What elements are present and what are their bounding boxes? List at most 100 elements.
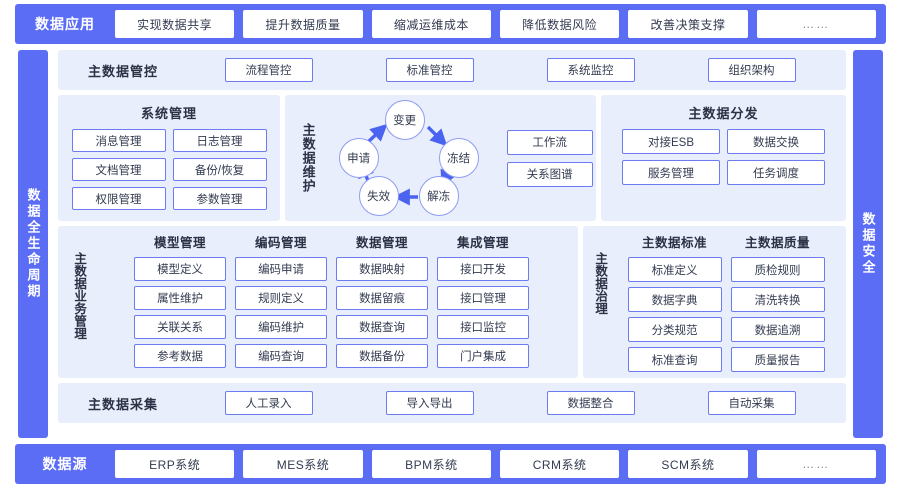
- maintenance-label: 主数据维护: [300, 123, 316, 193]
- governance-chip[interactable]: 系统监控: [546, 58, 635, 82]
- business-column: 数据管理 数据映射 数据留痕 数据查询 数据备份: [336, 232, 429, 378]
- column-header: 集成管理: [457, 236, 510, 250]
- collection-chip[interactable]: 人工录入: [224, 391, 313, 415]
- system-management-panel: 系统管理 消息管理 文档管理 权限管理 日志管理 备份/恢复 参数管理: [58, 95, 280, 221]
- cycle-node-apply[interactable]: 申请: [338, 138, 379, 178]
- distribution-chip[interactable]: 数据交换: [727, 129, 825, 154]
- distribution-column-1: 对接ESB 服务管理: [622, 129, 720, 185]
- column-header: 数据管理: [356, 236, 409, 250]
- governance-row-title: 主数据管控: [87, 63, 158, 79]
- treatment-chip[interactable]: 质检规则: [730, 257, 825, 282]
- data-source-items: ERP系统 MES系统 BPM系统 CRM系统 SCM系统 ……: [115, 450, 886, 478]
- source-item[interactable]: SCM系统: [628, 450, 748, 478]
- business-chip[interactable]: 接口开发: [437, 257, 530, 281]
- business-columns: 模型管理 模型定义 属性维护 关联关系 参考数据 编码管理 编码申请 规则定义 …: [85, 232, 578, 378]
- business-chip[interactable]: 编码维护: [235, 315, 328, 339]
- data-security-rail: 数据安全: [853, 50, 883, 438]
- system-chip[interactable]: 消息管理: [71, 129, 166, 152]
- system-chip[interactable]: 日志管理: [172, 129, 267, 152]
- distribution-chip[interactable]: 服务管理: [622, 160, 720, 185]
- governance-chip[interactable]: 组织架构: [707, 58, 796, 82]
- treatment-columns: 主数据标准 标准定义 数据字典 分类规范 标准查询 主数据质量 质检规则 清洗转…: [606, 232, 846, 378]
- column-header: 主数据标准: [642, 236, 708, 250]
- governance-chip[interactable]: 标准管控: [385, 58, 474, 82]
- cycle-node-unfreeze[interactable]: 解冻: [418, 176, 459, 216]
- master-data-governance-row: 主数据管控 流程管控 标准管控 系统监控 组织架构: [58, 50, 846, 90]
- business-management-label: 主数据业务管理: [72, 252, 87, 340]
- treatment-chip[interactable]: 数据追溯: [730, 317, 825, 342]
- business-chip[interactable]: 接口管理: [437, 286, 530, 310]
- collection-chip[interactable]: 数据整合: [546, 391, 635, 415]
- source-item[interactable]: ERP系统: [115, 450, 235, 478]
- treatment-chip[interactable]: 质量报告: [730, 347, 825, 372]
- business-chip[interactable]: 编码申请: [235, 257, 328, 281]
- column-header: 编码管理: [255, 236, 308, 250]
- source-item[interactable]: MES系统: [243, 450, 363, 478]
- business-chip[interactable]: 编码查询: [235, 344, 328, 368]
- band-item[interactable]: 实现数据共享: [115, 10, 235, 38]
- business-chip[interactable]: 属性维护: [134, 286, 227, 310]
- governance-chip[interactable]: 流程管控: [224, 58, 313, 82]
- band-item[interactable]: 降低数据风险: [499, 10, 620, 38]
- treatment-column: 主数据标准 标准定义 数据字典 分类规范 标准查询: [627, 232, 722, 378]
- distribution-chip[interactable]: 对接ESB: [622, 129, 720, 154]
- master-data-maintenance-panel: 主数据维护: [285, 95, 596, 221]
- cycle-node-freeze[interactable]: 冻结: [438, 138, 479, 178]
- system-management-title: 系统管理: [140, 106, 197, 121]
- business-chip[interactable]: 数据查询: [336, 315, 429, 339]
- main-frame: 数据全生命周期 数据安全 主数据管控 流程管控 标准管控 系统监控 组织架构 系…: [15, 50, 886, 438]
- system-chip[interactable]: 权限管理: [71, 187, 166, 210]
- business-chip[interactable]: 接口监控: [437, 315, 530, 339]
- system-chip[interactable]: 备份/恢复: [172, 158, 267, 181]
- lifecycle-cycle-diagram: 变更 冻结 解冻 失效 申请: [325, 98, 493, 218]
- distribution-column-2: 数据交换 任务调度: [727, 129, 825, 185]
- data-application-title: 数据应用: [35, 16, 95, 32]
- band-item[interactable]: 改善决策支撑: [628, 10, 748, 38]
- band-item-more[interactable]: ……: [756, 10, 876, 38]
- business-chip[interactable]: 数据留痕: [336, 286, 429, 310]
- business-chip[interactable]: 模型定义: [134, 257, 227, 281]
- business-column: 集成管理 接口开发 接口管理 接口监控 门户集成: [437, 232, 530, 378]
- source-item[interactable]: CRM系统: [499, 450, 620, 478]
- distribution-title: 主数据分发: [688, 106, 759, 121]
- data-lifecycle-rail: 数据全生命周期: [18, 50, 48, 438]
- column-header: 主数据质量: [745, 236, 811, 250]
- treatment-chip[interactable]: 标准查询: [627, 347, 722, 372]
- system-management-grid: 消息管理 文档管理 权限管理 日志管理 备份/恢复 参数管理: [58, 129, 280, 210]
- treatment-chip[interactable]: 分类规范: [627, 317, 722, 342]
- business-chip[interactable]: 参考数据: [134, 344, 227, 368]
- workflow-chip[interactable]: 工作流: [506, 129, 593, 155]
- data-application-items: 实现数据共享 提升数据质量 缩减运维成本 降低数据风险 改善决策支撑 ……: [115, 10, 886, 38]
- cycle-node-change[interactable]: 变更: [384, 100, 425, 140]
- source-item-more[interactable]: ……: [756, 450, 876, 478]
- data-treatment-panel: 主数据治理 主数据标准 标准定义 数据字典 分类规范 标准查询 主数据质量 质检…: [583, 226, 846, 378]
- system-column-1: 消息管理 文档管理 权限管理: [71, 129, 166, 210]
- relation-graph-chip[interactable]: 关系图谱: [506, 161, 593, 187]
- middle-band-lower: 主数据业务管理 模型管理 模型定义 属性维护 关联关系 参考数据 编码管理 编码…: [58, 226, 846, 378]
- business-chip[interactable]: 关联关系: [134, 315, 227, 339]
- collection-chip[interactable]: 导入导出: [385, 391, 474, 415]
- master-data-collection-row: 主数据采集 人工录入 导入导出 数据整合 自动采集: [58, 383, 846, 423]
- frame-inner: 主数据管控 流程管控 标准管控 系统监控 组织架构 系统管理 消息管理 文档管理: [58, 50, 846, 438]
- band-item[interactable]: 缩减运维成本: [371, 10, 491, 38]
- collection-chip[interactable]: 自动采集: [707, 391, 796, 415]
- treatment-chip[interactable]: 数据字典: [627, 287, 722, 312]
- maintenance-side-items: 工作流 关系图谱: [506, 129, 593, 187]
- business-chip[interactable]: 数据备份: [336, 344, 429, 368]
- business-chip[interactable]: 数据映射: [336, 257, 429, 281]
- band-item[interactable]: 提升数据质量: [243, 10, 363, 38]
- system-chip[interactable]: 文档管理: [71, 158, 166, 181]
- treatment-chip[interactable]: 标准定义: [627, 257, 722, 282]
- source-item[interactable]: BPM系统: [371, 450, 491, 478]
- treatment-chip[interactable]: 清洗转换: [730, 287, 825, 312]
- business-chip[interactable]: 规则定义: [235, 286, 328, 310]
- distribution-chip[interactable]: 任务调度: [727, 160, 825, 185]
- business-management-panel: 主数据业务管理 模型管理 模型定义 属性维护 关联关系 参考数据 编码管理 编码…: [58, 226, 578, 378]
- cycle-node-invalid[interactable]: 失效: [358, 176, 399, 216]
- system-chip[interactable]: 参数管理: [172, 187, 267, 210]
- governance-row-items: 流程管控 标准管控 系统监控 组织架构: [188, 58, 846, 82]
- business-column: 编码管理 编码申请 规则定义 编码维护 编码查询: [235, 232, 328, 378]
- column-header: 模型管理: [154, 236, 207, 250]
- business-chip[interactable]: 门户集成: [437, 344, 530, 368]
